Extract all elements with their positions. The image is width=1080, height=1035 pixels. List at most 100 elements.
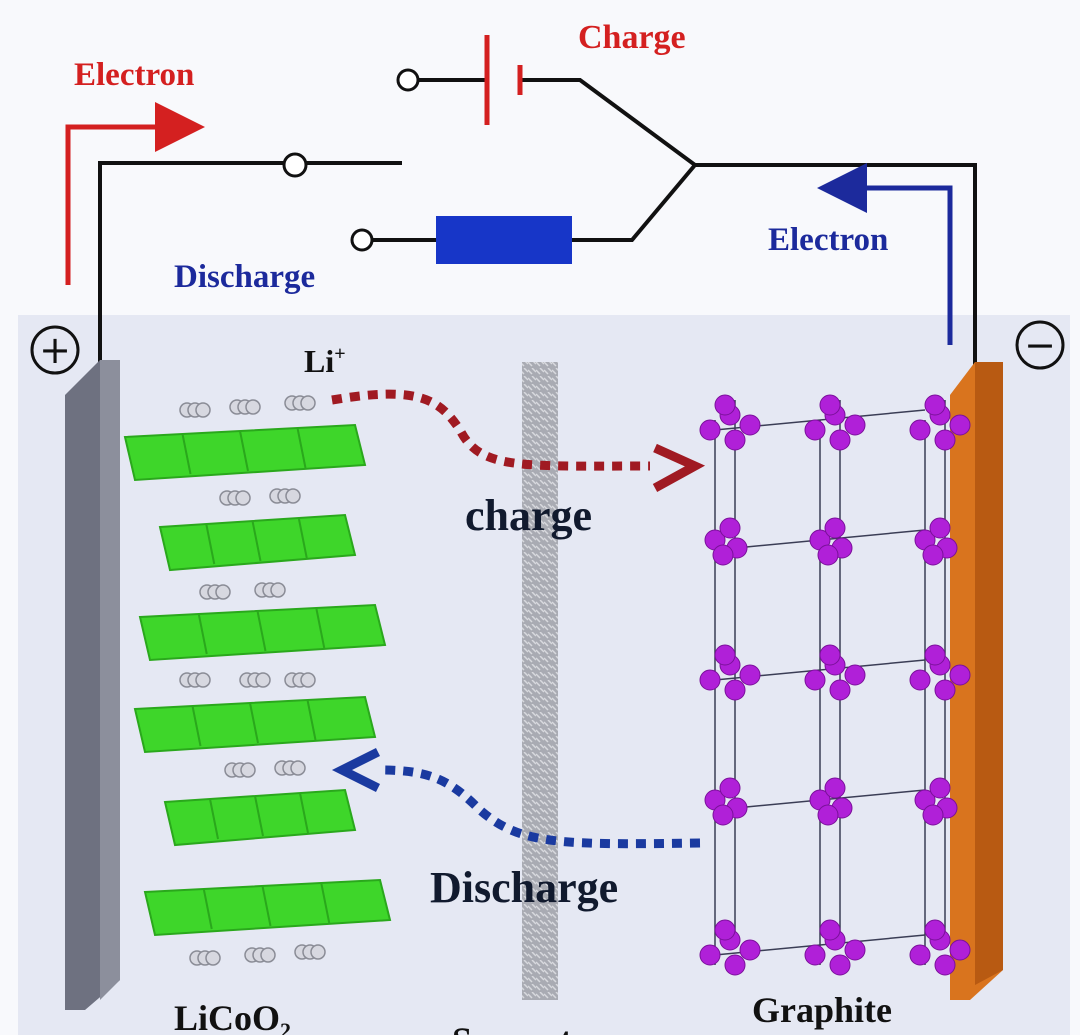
cathode-label: LiCoO2 [174,998,291,1035]
carbon-atom [739,664,761,686]
resistor-icon [436,216,572,264]
cathode-slab-edge [202,888,213,930]
negative-electrode [950,362,1003,1000]
carbon-atom [804,419,826,441]
cathode-slab-edge [261,885,272,927]
cathode-slab-edge [205,523,216,565]
cathode-slab-edge [320,882,331,924]
separator-label: Separator [452,1020,606,1035]
carbon-atom [699,669,721,691]
cathode-slab-edge [197,613,208,655]
carbon-atom [934,429,956,451]
cathode-slab-edge [297,517,308,559]
cathode-slab-edge [256,610,267,652]
carbon-atom [924,919,946,941]
switch-terminal-icon [282,152,308,178]
carbon-atom [829,679,851,701]
discharge-direction-label: Discharge [430,863,618,912]
battery-icon [484,35,523,125]
carbon-atom [909,419,931,441]
carbon-atom [819,644,841,666]
cathode-slab-edge [181,433,192,475]
li-ion [195,402,211,418]
charge-terminal-icon [396,68,420,92]
carbon-atom [824,777,846,799]
carbon-atom [724,679,746,701]
carbon-atom [949,414,971,436]
carbon-atom [724,954,746,976]
li-ion [245,399,261,415]
carbon-atom [819,919,841,941]
carbon-atom [712,804,734,826]
circuit [98,78,977,372]
carbon-atom [714,919,736,941]
cathode-slab-edge [296,427,307,469]
carbon-atom [699,944,721,966]
li-ion [290,760,306,776]
carbon-atom [949,939,971,961]
carbon-atom [924,644,946,666]
charge-label: Charge [578,19,686,56]
discharge-terminal-icon [350,228,374,252]
li-ion [235,490,251,506]
positive-terminal-icon [30,325,80,375]
minus-sign: − [1024,323,1056,367]
carbon-atom [739,414,761,436]
carbon-atom [724,429,746,451]
electron-arrow-blue-icon [817,163,953,345]
electron-arrow-red-icon [65,102,205,285]
carbon-atom [714,644,736,666]
carbon-atom [714,394,736,416]
charge-ion-arrow-icon [331,389,651,471]
carbon-atom [929,517,951,539]
cathode-slab-edge [315,607,326,649]
li-ion [300,672,316,688]
li-ion [255,672,271,688]
discharge-arrowhead-icon [331,747,381,793]
plus-sign: + [39,328,71,372]
li-ion [260,947,276,963]
carbon-atom [909,669,931,691]
cathode-layers [123,423,392,937]
charge-arrowhead-icon [652,443,706,492]
carbon-atom [817,544,839,566]
electron-label-right: Electron [768,222,888,258]
li-ion-label: Li+ [304,343,346,379]
carbon-atom [829,954,851,976]
li-ion [205,950,221,966]
cathode-slab-edge [239,430,249,472]
carbon-atom [699,419,721,441]
li-ion [300,395,316,411]
carbon-atom [924,394,946,416]
carbon-atom [934,679,956,701]
li-ion [310,944,326,960]
li-ion [195,672,211,688]
anode-label: Graphite [752,990,892,1030]
cathode-slab-edge [249,702,259,744]
lithium-ions [179,395,326,966]
cathode-slab-edge [254,795,264,837]
carbon-atom [712,544,734,566]
cathode-slab-edge [191,705,202,747]
carbon-atom [804,944,826,966]
graphite-lattice [699,394,971,976]
carbon-atom [844,939,866,961]
carbon-atom [829,429,851,451]
carbon-atom [934,954,956,976]
carbon-atom [922,804,944,826]
li-ion [240,762,256,778]
carbon-atom [719,777,741,799]
carbon-atom [824,517,846,539]
carbon-atom [949,664,971,686]
li-ion [270,582,286,598]
positive-electrode [65,360,120,1010]
carbon-atom [817,804,839,826]
li-ion [285,488,301,504]
cathode-slab-edge [306,699,317,741]
carbon-atom [804,669,826,691]
carbon-atom [922,544,944,566]
charge-direction-label: charge [465,491,592,540]
carbon-atom [844,414,866,436]
carbon-atom [929,777,951,799]
